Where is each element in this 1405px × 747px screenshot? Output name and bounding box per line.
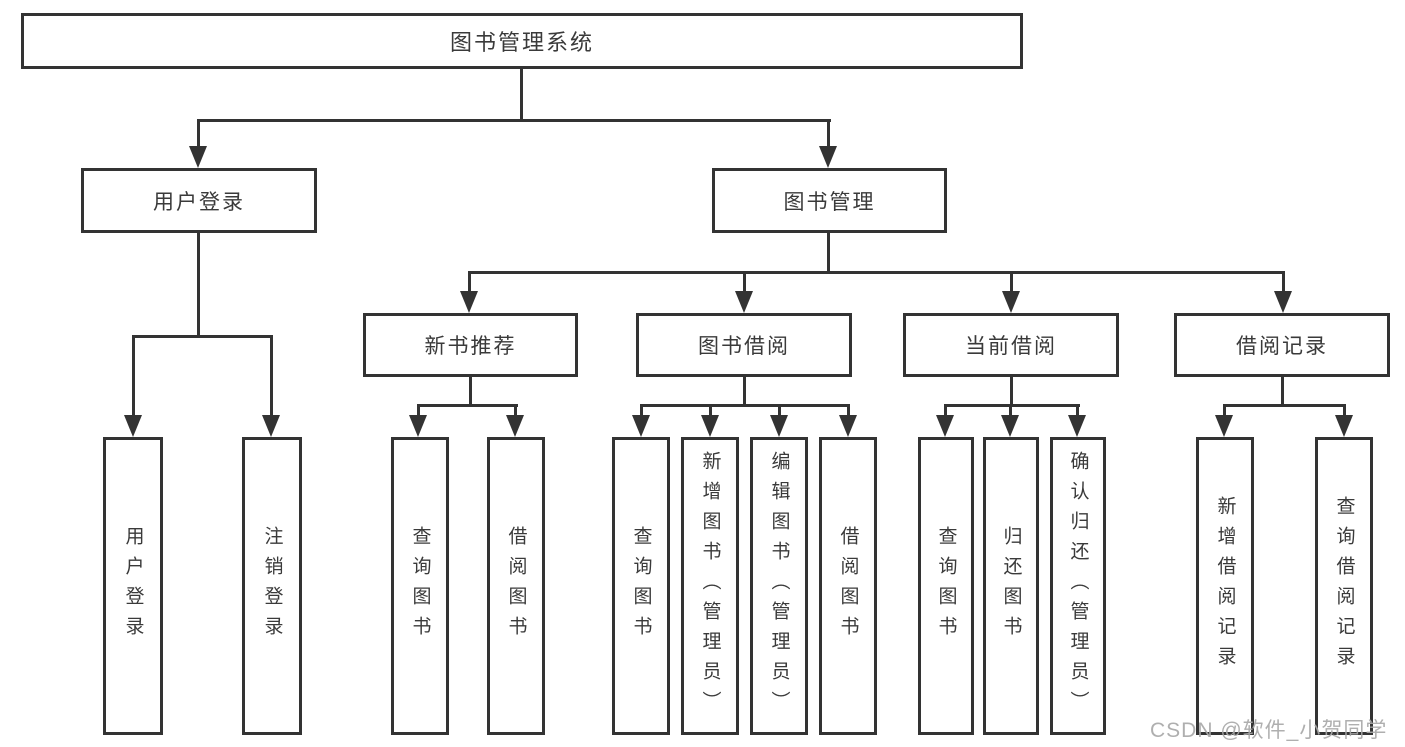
- connector-line: [1281, 376, 1284, 407]
- connector-line: [827, 119, 830, 149]
- connector-line: [1010, 376, 1013, 407]
- node-borrow-records: 借阅记录: [1174, 313, 1390, 377]
- connector-line: [827, 231, 830, 274]
- leaf-logout: 注销登录: [242, 437, 302, 735]
- connector-line: [743, 271, 746, 295]
- connector-line: [944, 404, 947, 420]
- arrow-down-icon: [770, 415, 788, 437]
- connector-line: [743, 376, 746, 407]
- connector-line: [417, 404, 518, 407]
- leaf-current-query-books: 查询图书: [918, 437, 974, 735]
- node-current-borrow: 当前借阅: [903, 313, 1119, 377]
- node-book-borrow-label: 图书借阅: [698, 335, 790, 358]
- arrow-down-icon: [460, 291, 478, 313]
- node-root: 图书管理系统: [21, 13, 1023, 69]
- node-current-borrow-label: 当前借阅: [965, 335, 1057, 358]
- arrow-down-icon: [839, 415, 857, 437]
- node-book-management: 图书管理: [712, 168, 947, 233]
- node-new-book-recommend-label: 新书推荐: [424, 335, 517, 358]
- connector-line: [640, 404, 850, 407]
- arrow-down-icon: [1335, 415, 1353, 437]
- connector-line: [847, 404, 850, 420]
- connector-line: [1010, 271, 1013, 295]
- node-root-label: 图书管理系统: [449, 30, 594, 55]
- arrow-down-icon: [819, 146, 837, 168]
- connector-line: [468, 271, 1285, 274]
- node-user-login-label: 用户登录: [153, 190, 245, 214]
- leaf-recommend-query-books: 查询图书: [391, 437, 449, 735]
- leaf-label: 确认归还（管理员）: [1067, 451, 1089, 721]
- connector-line: [1009, 404, 1012, 420]
- connector-line: [514, 404, 517, 420]
- arrow-down-icon: [1068, 415, 1086, 437]
- connector-line: [197, 119, 831, 122]
- leaf-label: 注销登录: [261, 526, 283, 646]
- node-user-login: 用户登录: [81, 168, 317, 233]
- arrow-down-icon: [409, 415, 427, 437]
- leaf-borrow-query-books: 查询图书: [612, 437, 670, 735]
- arrow-down-icon: [189, 146, 207, 168]
- node-borrow-records-label: 借阅记录: [1236, 335, 1328, 358]
- arrow-down-icon: [1002, 291, 1020, 313]
- node-book-borrow: 图书借阅: [636, 313, 852, 377]
- connector-line: [1076, 404, 1079, 420]
- leaf-current-confirm-return-admin: 确认归还（管理员）: [1050, 437, 1106, 735]
- leaf-label: 查询图书: [630, 526, 652, 646]
- watermark: CSDN @软件_小贺同学: [1150, 719, 1388, 742]
- arrow-down-icon: [735, 291, 753, 313]
- leaf-borrow-add-books-admin: 新增图书（管理员）: [681, 437, 739, 735]
- connector-line: [944, 404, 1080, 407]
- leaf-label: 新增图书（管理员）: [699, 451, 721, 721]
- node-new-book-recommend: 新书推荐: [363, 313, 578, 377]
- arrow-down-icon: [1001, 415, 1019, 437]
- connector-line: [640, 404, 643, 420]
- arrow-down-icon: [262, 415, 280, 437]
- leaf-label: 归还图书: [1000, 526, 1022, 646]
- connector-line: [270, 335, 273, 420]
- connector-line: [1223, 404, 1226, 420]
- leaf-user-login: 用户登录: [103, 437, 163, 735]
- arrow-down-icon: [506, 415, 524, 437]
- arrow-down-icon: [1274, 291, 1292, 313]
- connector-line: [417, 404, 420, 420]
- arrow-down-icon: [1215, 415, 1233, 437]
- connector-line: [469, 376, 472, 407]
- connector-line: [709, 404, 712, 420]
- connector-line: [197, 231, 200, 338]
- leaf-label: 查询借阅记录: [1333, 496, 1355, 676]
- leaf-label: 查询图书: [935, 526, 957, 646]
- node-book-management-label: 图书管理: [783, 190, 876, 214]
- leaf-current-return-books: 归还图书: [983, 437, 1039, 735]
- arrow-down-icon: [936, 415, 954, 437]
- leaf-borrow-edit-books-admin: 编辑图书（管理员）: [750, 437, 808, 735]
- connector-line: [197, 119, 200, 149]
- leaf-recommend-borrow-books: 借阅图书: [487, 437, 545, 735]
- connector-line: [778, 404, 781, 420]
- connector-line: [1223, 404, 1346, 407]
- leaf-label: 借阅图书: [505, 526, 527, 646]
- arrow-down-icon: [632, 415, 650, 437]
- leaf-label: 查询图书: [409, 526, 431, 646]
- arrow-down-icon: [701, 415, 719, 437]
- connector-line: [132, 335, 135, 420]
- leaf-label: 新增借阅记录: [1214, 496, 1236, 676]
- arrow-down-icon: [124, 415, 142, 437]
- connector-line: [1343, 404, 1346, 420]
- leaf-label: 用户登录: [122, 526, 144, 646]
- leaf-records-add-record: 新增借阅记录: [1196, 437, 1254, 735]
- leaf-records-query-record: 查询借阅记录: [1315, 437, 1373, 735]
- connector-line: [132, 335, 273, 338]
- connector-line: [520, 67, 523, 120]
- leaf-label: 编辑图书（管理员）: [768, 451, 790, 721]
- leaf-label: 借阅图书: [837, 526, 859, 646]
- leaf-borrow-borrow-books: 借阅图书: [819, 437, 877, 735]
- connector-line: [468, 271, 471, 295]
- connector-line: [1282, 271, 1285, 295]
